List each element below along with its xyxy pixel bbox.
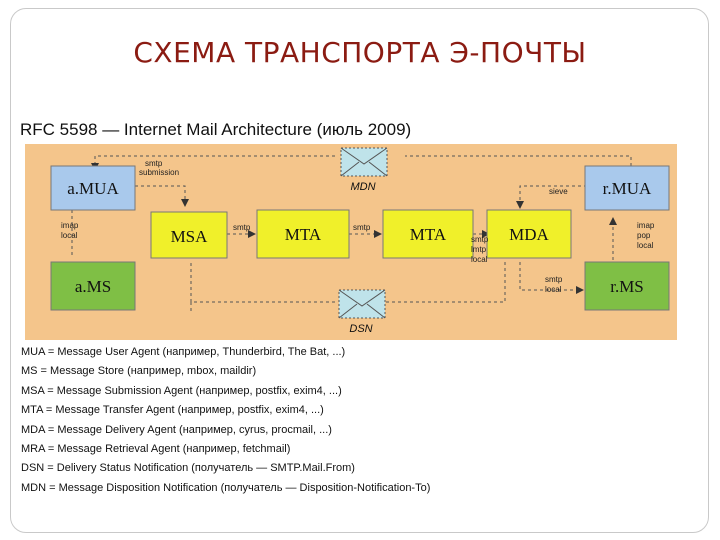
- edge-label-sieve: sieve: [549, 187, 568, 196]
- node-rmua-label: r.MUA: [603, 179, 652, 198]
- legend-item-ms: MS = Message Store (например, mbox, mail…: [21, 365, 257, 378]
- edge-label-rmua-imap: imap: [637, 221, 655, 230]
- dsn-label: DSN: [349, 323, 372, 335]
- slide-title: СХЕМА ТРАНСПОРТА Э-ПОЧТЫ: [133, 36, 587, 69]
- legend: MUA = Message User Agent (например, Thun…: [21, 343, 430, 498]
- node-mta-2-label: MTA: [410, 225, 447, 244]
- node-msa: MSA: [150, 211, 228, 259]
- legend-item-msa: MSA = Message Submission Agent (например…: [21, 384, 342, 397]
- edge-label-smtp: smtp: [145, 159, 163, 168]
- legend-item-mua: MUA = Message User Agent (например, Thun…: [21, 346, 346, 358]
- node-amua-label: a.MUA: [67, 179, 119, 198]
- edge-label-rms-smtp: smtp: [545, 275, 563, 284]
- edge-label-mda-lmtp: lmtp: [471, 245, 487, 254]
- slide-subtitle: RFC 5598 — Internet Mail Architecture (и…: [20, 120, 412, 139]
- dsn-edge-right: [385, 262, 506, 303]
- node-mta-1: MTA: [256, 209, 350, 259]
- edge-label-imap: imap: [61, 221, 79, 230]
- node-ams-label: a.MS: [75, 277, 111, 296]
- edge-label-rms-local: local: [545, 285, 562, 294]
- edge-label-mda-smtp: smtp: [471, 235, 489, 244]
- node-rmua: r.MUA: [584, 165, 670, 211]
- edge-label-rmua-local: local: [637, 241, 654, 250]
- node-mta-1-label: MTA: [285, 225, 322, 244]
- legend-item-mta: MTA = Message Transfer Agent (например, …: [21, 404, 324, 417]
- legend-item-mdn: MDN = Message Disposition Notification (…: [21, 481, 431, 494]
- mdn-label: MDN: [350, 181, 375, 193]
- legend-item-dsn: DSN = Delivery Status Notification (полу…: [21, 462, 355, 475]
- node-rms: r.MS: [584, 261, 670, 311]
- amua-to-msa-edge: [135, 185, 189, 207]
- edge-label-submission: submission: [139, 168, 179, 177]
- node-msa-label: MSA: [171, 227, 209, 246]
- node-mta-2: MTA: [382, 209, 474, 259]
- edge-label-rmua-pop: pop: [637, 231, 651, 240]
- mail-architecture-diagram: a.MUA r.MUA MSA MTA MTA MDA a.MS r.MS MD…: [25, 144, 677, 340]
- edge-label-mda-local: local: [471, 255, 488, 264]
- mdn-envelope-icon: [340, 147, 388, 177]
- sieve-edge: [516, 185, 605, 209]
- node-mda: MDA: [486, 209, 572, 259]
- node-rms-label: r.MS: [610, 277, 644, 296]
- edge-label-msa-smtp: smtp: [233, 223, 251, 232]
- dsn-envelope-icon: [338, 289, 386, 319]
- node-mda-label: MDA: [509, 225, 549, 244]
- mdn-edge-left: [91, 155, 335, 171]
- legend-item-mra: MRA = Message Retrieval Agent (например,…: [21, 443, 291, 456]
- edge-label-mta-smtp: smtp: [353, 223, 371, 232]
- node-amua: a.MUA: [50, 165, 136, 211]
- legend-item-mda: MDA = Message Delivery Agent (например, …: [21, 423, 332, 436]
- edge-label-local: local: [61, 231, 78, 240]
- node-ams: a.MS: [50, 261, 136, 311]
